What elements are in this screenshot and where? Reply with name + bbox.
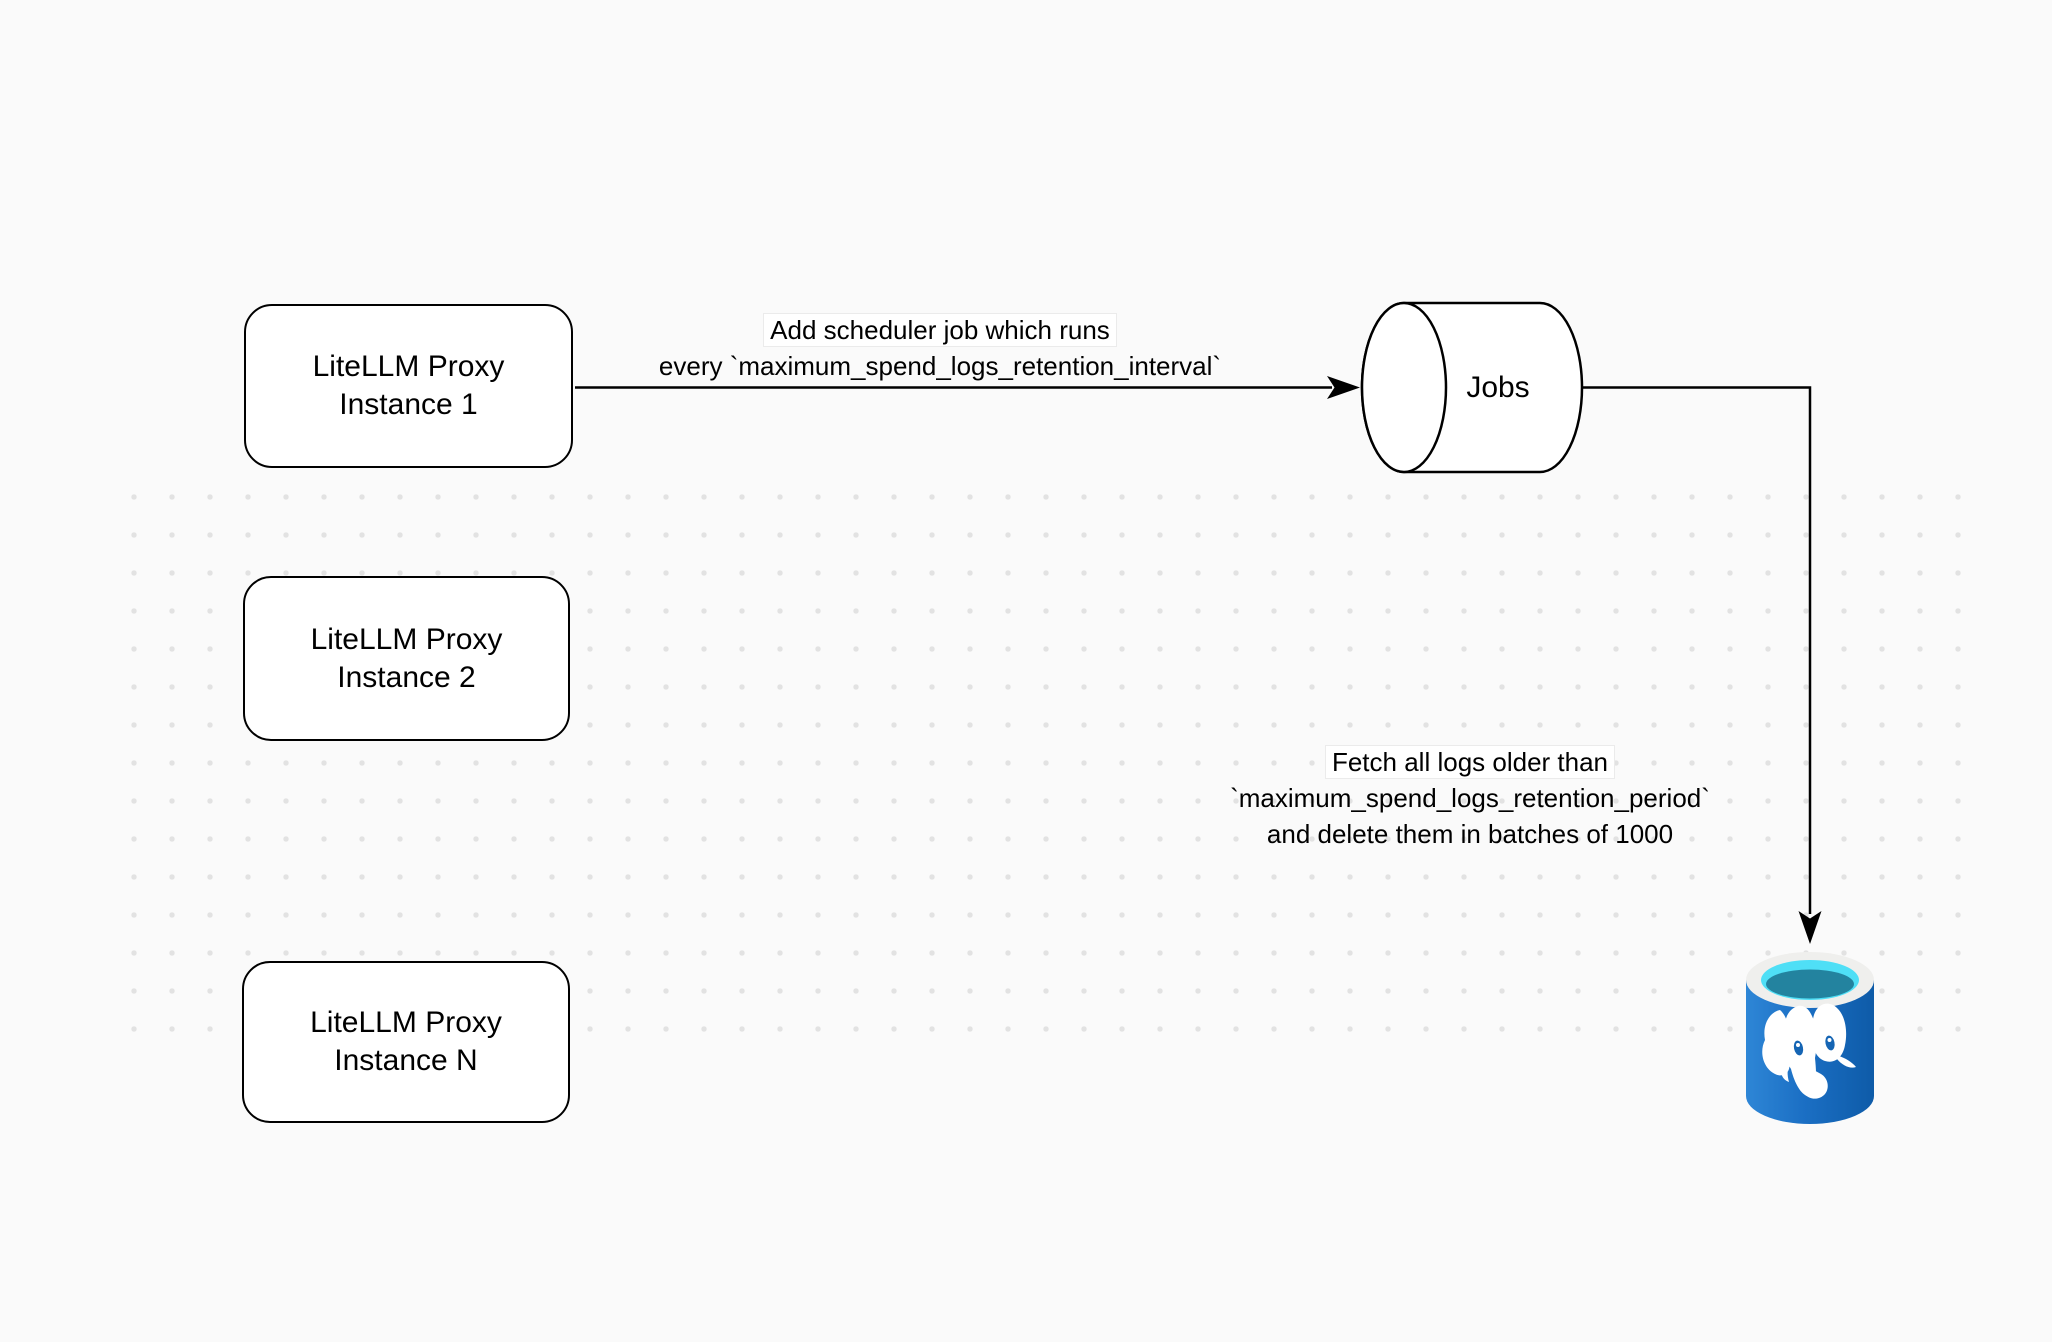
edge-fetch-arrow <box>1582 386 1822 944</box>
node-label-line: LiteLLM Proxy <box>312 350 505 383</box>
edge-scheduler-arrow <box>575 376 1360 399</box>
edge-label-line: and delete them in batches of 1000 <box>1266 819 1674 849</box>
node-label-line: Instance N <box>334 1044 478 1077</box>
node-litellm-proxy-instance-2: LiteLLM Proxy Instance 2 <box>243 576 570 741</box>
arrowhead-right-icon <box>1327 376 1360 399</box>
edge-label-line: Fetch all logs older than <box>1324 745 1616 779</box>
jobs-node-label: Jobs <box>1466 371 1530 404</box>
postgresql-database-icon <box>1746 952 1874 1124</box>
edge-label-scheduler: Add scheduler job which runs every `maxi… <box>595 312 1285 384</box>
edge-label-line: `maximum_spend_logs_retention_period` <box>1230 783 1710 813</box>
edge-label-line: Add scheduler job which runs <box>763 313 1117 347</box>
node-litellm-proxy-instance-1: LiteLLM Proxy Instance 1 <box>244 304 573 468</box>
edge-label-fetch: Fetch all logs older than `maximum_spend… <box>1170 744 1770 852</box>
node-label-line: LiteLLM Proxy <box>310 1006 502 1039</box>
jobs-queue-shape <box>1360 301 1584 474</box>
postgres-elephant-icon <box>1762 1003 1856 1099</box>
edge-label-line: every `maximum_spend_logs_retention_inte… <box>658 351 1222 381</box>
node-litellm-proxy-instance-n: LiteLLM Proxy Instance N <box>242 961 570 1123</box>
node-label-line: Instance 1 <box>339 388 478 421</box>
node-label-line: Instance 2 <box>337 660 476 694</box>
arrowhead-down-icon <box>1798 911 1822 944</box>
node-label-line: LiteLLM Proxy <box>310 622 503 656</box>
dot-grid-background <box>115 478 1981 1048</box>
